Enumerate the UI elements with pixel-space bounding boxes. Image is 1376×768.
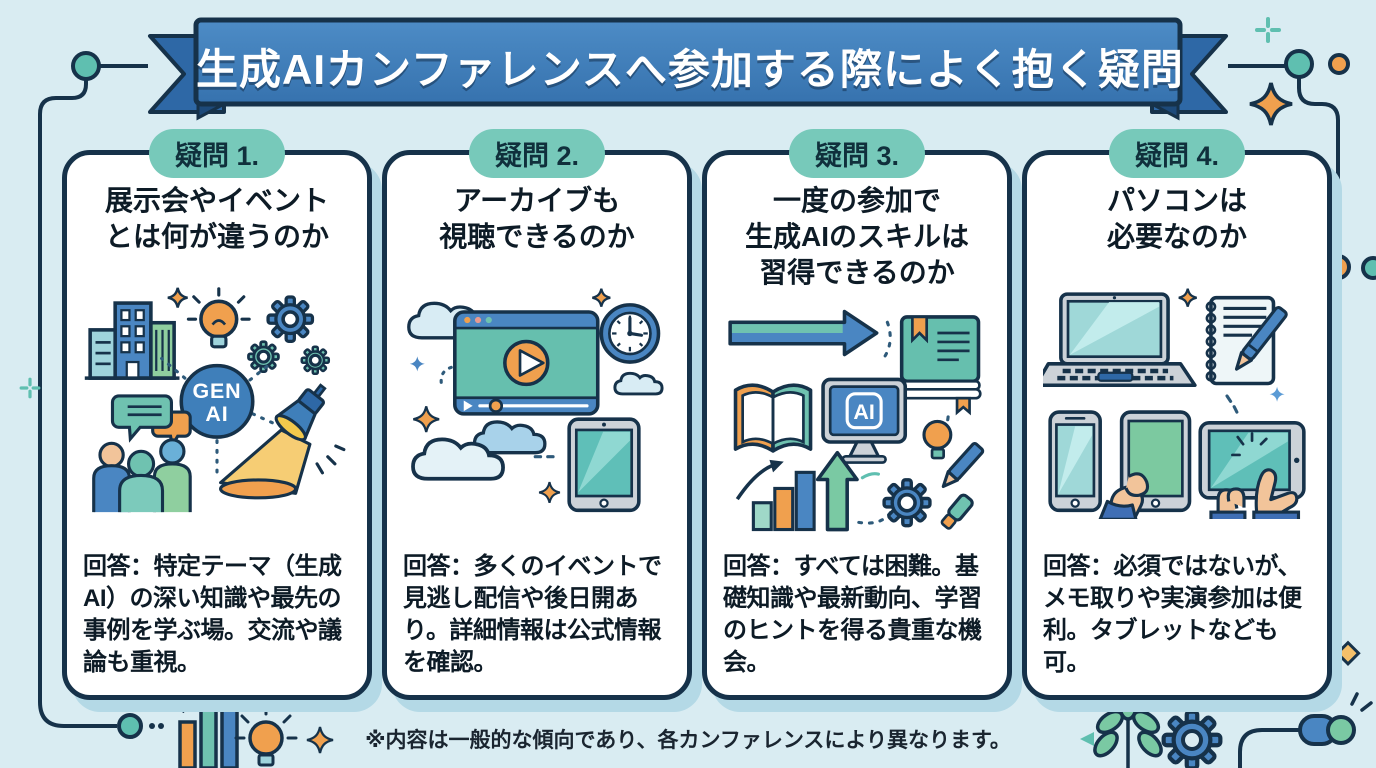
hand-tablet-icon [1098,410,1192,520]
question-badge: 疑問 3. [788,129,926,178]
circuit-line-top-left [38,64,148,728]
arrow-left-icon [1080,732,1094,746]
circuit-line-top-right [1228,64,1340,254]
question-title: 展示会やイベント とは何が違うのか [104,185,329,252]
svg-text:GEN: GEN [192,379,241,403]
node-circle [1328,53,1350,75]
card3-illustration-svg: AI [728,310,985,532]
sparkle-icon [591,287,612,308]
sparkle-icon [166,286,189,309]
book-icon [894,315,982,416]
sparkle-icon [1177,287,1198,308]
sparkle-icon [538,480,561,504]
laptop-icon [1043,292,1197,387]
banner-ribbon [148,17,1228,121]
dashes [1225,394,1239,414]
leaf-icon [1093,691,1163,768]
card4-illustration-svg [1043,287,1306,520]
answer-text: 回答：多くのイベントで見逃し配信や後日開あり。詳細情報は公式情報を確認。 [403,553,662,677]
notebook-pen-icon [1205,295,1288,386]
node-circle [117,713,143,739]
card2-illustration [403,255,671,552]
marker-icon [940,494,974,531]
spotlight-icon [219,383,346,500]
answer-text: 回答：特定テーマ（生成AI）の深い知識や最先の事例を学ぶ場。交流や議論も重視。 [83,553,342,677]
card-question-3: 疑問 3. 一度の参加で 生成AIのスキルは 習得できるのか [702,129,1012,700]
question-title: パソコンは 必要なのか [1106,185,1247,252]
question-badge: 疑問 2. [468,129,606,178]
clock-icon [599,302,661,364]
sparkle-icon [1269,386,1285,402]
gear-icon [247,295,331,375]
question-badge: 疑問 1. [148,129,286,178]
genai-circle: GEN AI [179,363,255,439]
svg-text:AI: AI [205,402,228,426]
sparkle-icon [412,405,441,434]
buildings-icon [84,301,180,380]
pencil-icon [941,442,985,489]
dashed-line [439,365,453,386]
lightbulb-icon [922,420,953,460]
card2-illustration-svg [407,287,664,512]
chat-bubbles-icon [110,394,192,450]
question-title: アーカイブも 視聴できるのか [439,185,635,252]
card-question-4: 疑問 4. パソコンは 必要なのか [1022,129,1332,700]
answer-text: 回答：すべては困難。基礎知識や最新動向、学習のヒントを得る貴重な機会。 [723,553,982,677]
plus-sparkle-icon [19,377,41,399]
video-player-icon [453,310,600,416]
footer-note: ※内容は一般的な傾向であり、各カンファレンスにより異なります。 [365,729,1011,752]
page-title: 生成AIカンファレンスへ参加する際によく抱く疑問 [196,46,1184,93]
hands-tablet-icon [1198,420,1306,520]
sparkle-icon [409,356,425,372]
dashed-line [857,510,893,525]
dots [149,723,164,729]
title-banner: 生成AIカンファレンスへ参加する際によく抱く疑問 [0,0,1376,132]
bar-chart-icon [735,460,816,532]
answer-text: 回答：必須ではないが、メモ取りや実演参加は便利。タブレットなども可。 [1043,553,1302,677]
open-book-icon [733,383,813,454]
question-title: 一度の参加で 生成AIのスキルは 習得できるのか [744,185,969,288]
growth-arrow-icon [815,451,859,532]
ai-monitor-icon: AI [821,378,908,465]
card4-illustration [1043,255,1311,552]
cards-row: 疑問 1. 展示会やイベント とは何が違うのか [62,129,1332,700]
node-circle [1326,715,1356,745]
arrow-right-icon [728,310,879,357]
question-badge: 疑問 4. [1108,129,1246,178]
tap-sparks [1231,432,1268,457]
node-circle [71,51,101,81]
smartphone-icon [1048,410,1102,512]
svg-text:AI: AI [853,400,874,424]
people-icon [92,438,192,512]
gear-icon [882,478,932,528]
doodle-arrow [860,472,881,480]
card1-illustration: GEN AI [83,255,351,552]
card-question-1: 疑問 1. 展示会やイベント とは何が違うのか [62,129,372,700]
circuit-line-bottom-right [1238,692,1373,768]
lightbulb-icon [186,287,251,349]
card3-illustration: AI [723,290,991,551]
diamond-icon [1335,640,1361,667]
node-circle [1284,49,1314,79]
lightbulb-icon [234,704,298,767]
tablet-icon [567,417,641,512]
dashed-line [882,321,892,360]
cloud-icon [613,371,664,396]
ribbon-band [193,17,1183,107]
card-question-2: 疑問 2. アーカイブも 視聴できるのか [382,129,692,700]
card1-illustration-svg: GEN AI [84,286,346,512]
node-circle [1361,256,1376,280]
